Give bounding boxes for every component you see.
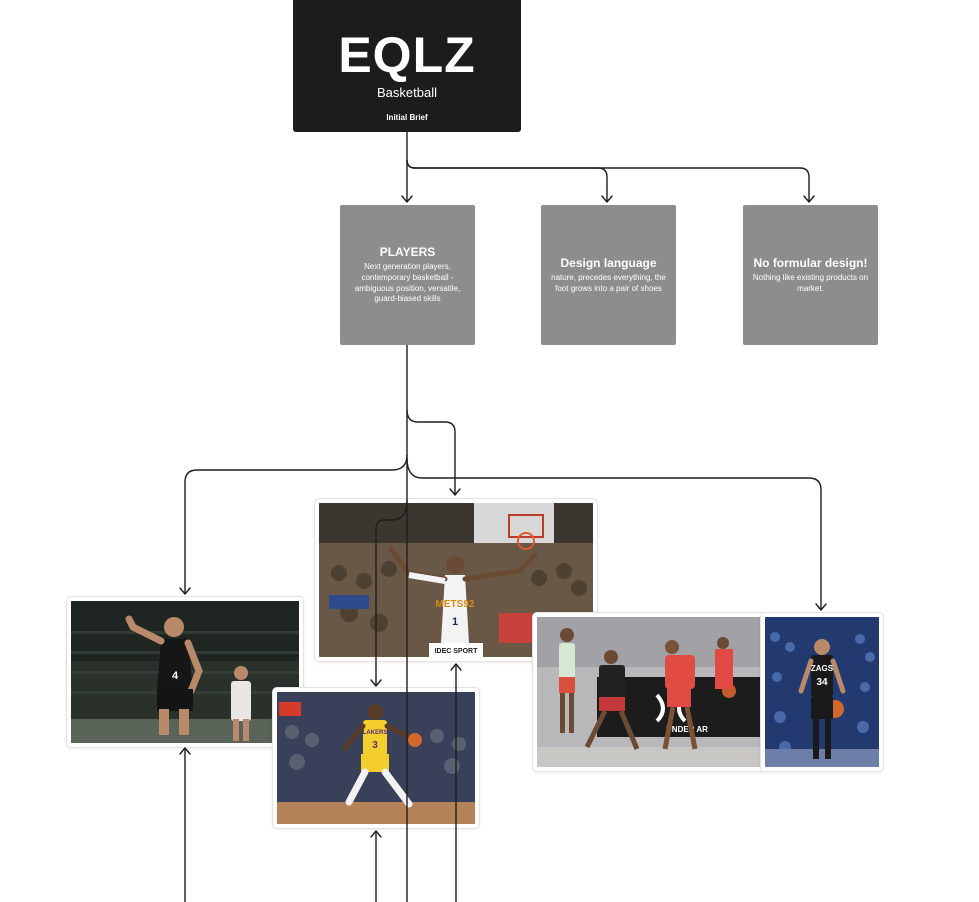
arrow-up-lakers-photo-a	[370, 830, 382, 838]
card-description: Nothing like existing products on market…	[752, 272, 869, 293]
brand-subtitle: Basketball	[377, 85, 437, 100]
arrow-head-players	[401, 195, 413, 203]
arrow-head-left-photo	[179, 587, 191, 595]
photo-training-session[interactable]: UNDER AR	[533, 613, 766, 771]
center-photo-jersey: METS92	[436, 599, 475, 610]
photo-scene: 4	[71, 601, 299, 743]
arrow-up-center-photo	[450, 663, 462, 671]
training-photo-banner: UNDER AR	[666, 725, 708, 734]
photo-scene: UNDER AR	[537, 617, 762, 767]
center-photo-number: 1	[452, 616, 458, 628]
wire-brief-to-noformula	[406, 159, 810, 201]
wire-to-center-photo	[406, 409, 456, 495]
arrow-head-design	[601, 195, 613, 203]
photo-player-zags[interactable]: ZAGS 34	[761, 613, 883, 771]
left-photo-number: 4	[172, 670, 179, 682]
lakers-photo-number: 3	[372, 740, 378, 751]
wire-brief-to-design	[406, 159, 608, 201]
arrow-head-noformula	[803, 195, 815, 203]
center-photo-banner: IDEC SPORT	[435, 648, 479, 655]
photo-scene: LAKERS 3	[277, 692, 475, 824]
card-title: Design language	[560, 255, 657, 270]
brief-label: Initial Brief	[386, 113, 428, 122]
card-description: Next generation players, contemporary ba…	[354, 261, 461, 304]
card-design-language[interactable]: Design language nature, precedes everyth…	[541, 205, 676, 345]
lakers-photo-jersey: LAKERS	[363, 730, 388, 736]
photo-player-dribbling-yellow[interactable]: LAKERS 3	[273, 688, 479, 828]
card-title: PLAYERS	[379, 244, 436, 259]
brand-logo: EQLZ	[338, 27, 476, 83]
photo-player-celebrating[interactable]: 4	[67, 597, 303, 747]
arrow-head-center-photo	[449, 488, 461, 496]
arrow-up-left-photo	[179, 747, 191, 755]
right-photo-number: 34	[816, 677, 828, 688]
arrow-head-right-photo	[815, 603, 827, 611]
card-players[interactable]: PLAYERS Next generation players, contemp…	[340, 205, 475, 345]
right-photo-jersey: ZAGS	[811, 664, 834, 673]
arrow-head-lakers-photo	[370, 679, 382, 687]
initial-brief-box[interactable]: EQLZ Basketball Initial Brief	[293, 0, 521, 132]
card-description: nature, precedes everything, the foot gr…	[551, 272, 666, 293]
photo-scene: ZAGS 34	[765, 617, 879, 767]
card-title: No formular design!	[753, 255, 868, 270]
card-no-formular-design[interactable]: No formular design! Nothing like existin…	[743, 205, 878, 345]
